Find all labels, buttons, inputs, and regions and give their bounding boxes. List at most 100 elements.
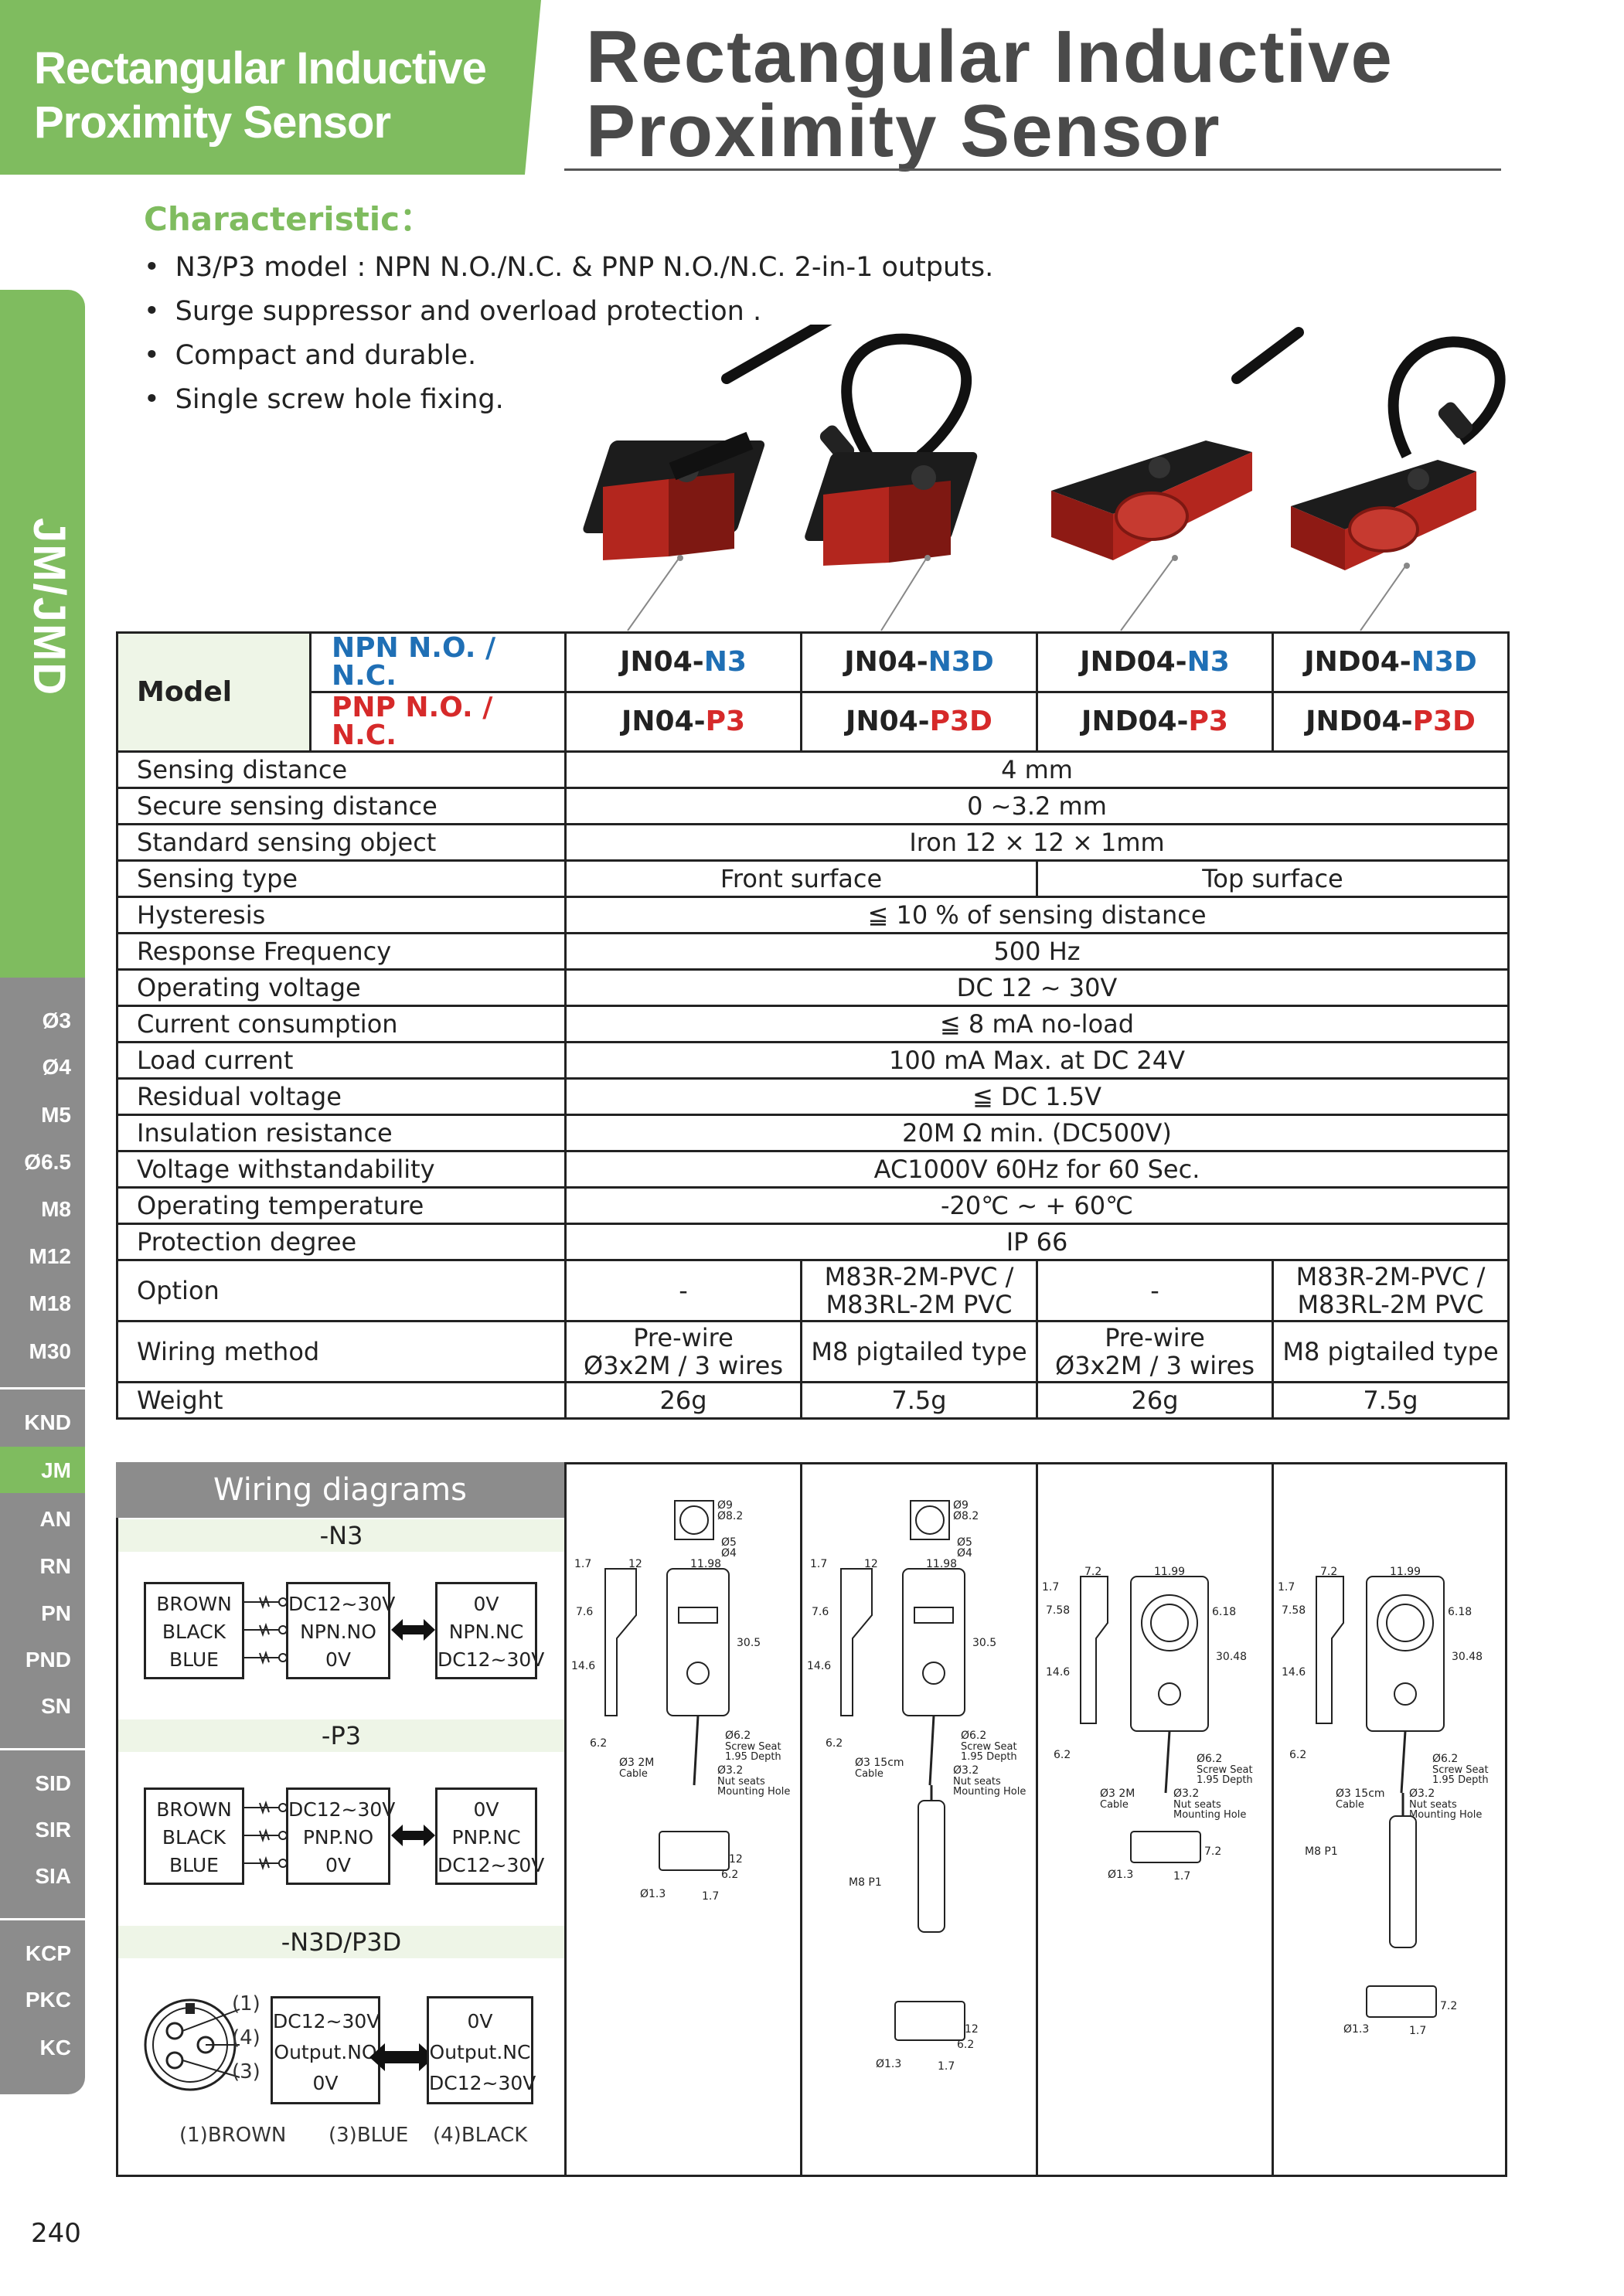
dimension-label: 7.58 <box>1282 1604 1306 1617</box>
sidebar-item[interactable]: KC <box>39 2036 71 2060</box>
sidebar-item[interactable]: SID <box>35 1771 71 1795</box>
dimension-label: Mounting Hole <box>717 1786 790 1798</box>
dimension-label: 12 <box>729 1853 743 1866</box>
dimension-label: 6.2 <box>721 1869 738 1881</box>
sidebar-item[interactable]: M8 <box>41 1197 71 1221</box>
dimension-label: 1.95 Depth <box>1197 1774 1253 1786</box>
model-row-pnp: PNP N.O. / N.C. JN04-P3 JN04-P3D JND04-P… <box>117 691 1510 753</box>
sidebar-nav <box>0 978 85 2094</box>
sidebar-item[interactable]: KCP <box>25 1941 71 1965</box>
model-cell: JN04-P3 <box>564 691 802 753</box>
dimension-label: 7.2 <box>1204 1845 1221 1858</box>
characteristic-title: Characteristic： <box>144 200 433 238</box>
dimension-label: 14.6 <box>571 1660 595 1672</box>
dimension-label: Ø4 <box>957 1547 972 1560</box>
dimension-label: Screw Seat <box>725 1741 781 1753</box>
dimension-label: Ø3.2 <box>1173 1787 1199 1800</box>
dimension-label: 1.7 <box>1042 1581 1059 1594</box>
sidebar-item[interactable]: SIA <box>35 1864 71 1888</box>
characteristic-item: N3/P3 model : NPN N.O./N.C. & PNP N.O./N… <box>144 246 994 290</box>
page-title-line1: Rectangular Inductive <box>586 15 1394 98</box>
product-jn04-n3-photo <box>583 325 832 631</box>
dimension-label: 11.98 <box>926 1558 957 1570</box>
dimension-label: Nut seats <box>1409 1799 1457 1811</box>
sidebar-item[interactable]: M5 <box>41 1103 71 1127</box>
weight-row: Weight 26g 7.5g 26g 7.5g <box>116 1381 1510 1420</box>
spec-row: Hysteresis≦ 10 % of sensing distance <box>116 896 1510 934</box>
product-jnd04-n3d-photo <box>1291 336 1506 631</box>
dimension-label: Ø8.2 <box>953 1510 979 1522</box>
sidebar-item[interactable]: SIR <box>35 1818 71 1842</box>
sidebar-item[interactable]: M30 <box>29 1339 71 1363</box>
page-number: 240 <box>31 2218 81 2249</box>
dimension-label: 7.6 <box>812 1606 829 1618</box>
spec-row: Operating temperature-20℃ ~ + 60℃ <box>116 1186 1510 1225</box>
dimension-label: Ø3 2M <box>1100 1787 1135 1800</box>
wiring-section <box>116 1462 1507 2177</box>
dimension-label: Ø1.3 <box>1108 1869 1133 1881</box>
dimension-label: Ø3 15cm <box>855 1757 904 1769</box>
dimension-label: Ø8.2 <box>717 1510 743 1522</box>
dimension-label: 30.48 <box>1452 1651 1483 1663</box>
sidebar-item[interactable]: JM <box>41 1458 71 1482</box>
n3-wiring-symbols <box>244 1594 435 1665</box>
sidebar-item[interactable]: PND <box>25 1648 71 1672</box>
sidebar-item[interactable]: RN <box>39 1554 71 1578</box>
dimension-label: 7.2 <box>1084 1566 1101 1578</box>
model-cell: JN04-N3 <box>564 631 802 693</box>
dimension-label: Ø3 15cm <box>1336 1787 1385 1800</box>
dimension-label: Cable <box>619 1768 648 1780</box>
dimension-label: Ø6.2 <box>725 1730 751 1742</box>
dimension-label: 6.2 <box>1289 1749 1306 1761</box>
dimension-label: Ø1.3 <box>876 2058 901 2070</box>
characteristic-item: Surge suppressor and overload protection… <box>144 290 993 334</box>
sidebar-series-tab[interactable] <box>0 290 85 978</box>
header-rule <box>564 168 1501 171</box>
dimension-label: Ø5 <box>957 1536 972 1549</box>
p3-wiring-symbols <box>244 1800 435 1871</box>
sidebar-item[interactable]: AN <box>39 1507 71 1531</box>
dimension-label: 1.7 <box>574 1558 591 1570</box>
sidebar-item[interactable]: PN <box>41 1601 71 1625</box>
dimension-label: 14.6 <box>1282 1666 1306 1679</box>
sidebar-series-label: JM/JMD <box>24 518 74 697</box>
spec-row: Current consumption≦ 8 mA no-load <box>116 1005 1510 1043</box>
dimension-label: Ø5 <box>721 1536 737 1549</box>
dimension-label: 14.6 <box>807 1660 831 1672</box>
sidebar-item[interactable]: SN <box>41 1694 71 1718</box>
sidebar-item[interactable]: KND <box>24 1410 71 1434</box>
sidebar-item[interactable]: M18 <box>29 1291 71 1315</box>
header-tab-title: Rectangular Inductive Proximity Sensor <box>34 42 487 150</box>
sidebar-item[interactable]: Ø3 <box>42 1009 71 1032</box>
dimension-label: Nut seats <box>1173 1799 1221 1811</box>
pnp-label: PNP N.O. / N.C. <box>309 691 567 753</box>
dimension-label: 6.2 <box>590 1737 607 1750</box>
sidebar-item[interactable]: PKC <box>25 1988 71 2012</box>
sidebar-item[interactable]: Ø6.5 <box>24 1150 71 1174</box>
dimension-label: 1.7 <box>1173 1870 1190 1883</box>
dimension-label: Ø6.2 <box>1197 1753 1222 1765</box>
sidebar-item[interactable]: Ø4 <box>42 1055 71 1079</box>
dimension-label: Screw Seat <box>1197 1764 1253 1776</box>
dimension-label: Screw Seat <box>961 1741 1017 1753</box>
dimension-label: Ø6.2 <box>1432 1753 1458 1765</box>
dimension-label: 1.95 Depth <box>725 1751 781 1763</box>
column-divider <box>1036 1462 1038 2177</box>
wiring-diagrams-title: Wiring diagrams <box>116 1462 564 1518</box>
sidebar-item[interactable]: M12 <box>29 1244 71 1268</box>
header-tab <box>0 0 541 175</box>
page-title: Rectangular Inductive Proximity Sensor <box>586 20 1394 168</box>
dimension-label: 12 <box>864 1558 878 1570</box>
